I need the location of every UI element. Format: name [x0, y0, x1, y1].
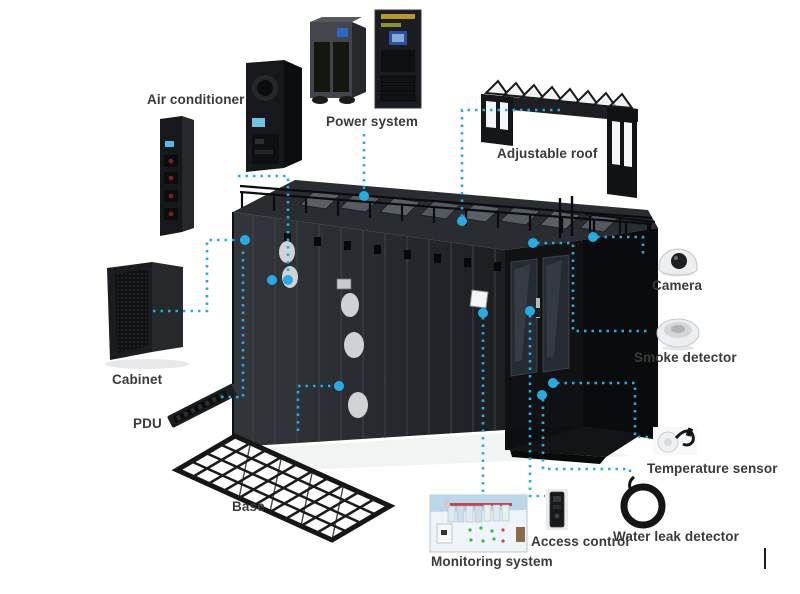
text-cursor-artifact [764, 548, 766, 569]
label-base: Base [232, 499, 265, 514]
air-conditioner-unit-large-image [246, 60, 302, 172]
pdu-image [167, 382, 242, 428]
label-camera: Camera [652, 278, 703, 293]
connector-access-control [528, 315, 545, 498]
label-cabinet: Cabinet [112, 372, 163, 387]
access-control-image [546, 489, 568, 530]
label-adjustable-roof: Adjustable roof [497, 146, 598, 161]
label-monitoring-system: Monitoring system [431, 554, 553, 569]
smoke-detector-image [656, 318, 700, 351]
label-water-leak-detector: Water leak detector [613, 529, 739, 544]
connector-camera [597, 235, 645, 254]
water-leak-detector-image [620, 475, 666, 529]
label-smoke-detector: Smoke detector [634, 350, 737, 365]
vent-slots [284, 233, 501, 271]
camera-image [658, 248, 698, 277]
modular-container-image [232, 180, 658, 470]
base-image [171, 433, 396, 543]
monitoring-system-image [429, 494, 528, 553]
label-air-conditioner: Air conditioner [147, 92, 245, 107]
connector-lines [153, 108, 653, 498]
label-power-system: Power system [326, 114, 418, 129]
roof-rails [239, 184, 656, 240]
label-pdu: PDU [133, 416, 162, 431]
power-rack-unit-image [374, 9, 422, 109]
connector-pdu [221, 248, 245, 399]
connector-air-conditioner [238, 174, 290, 274]
temperature-sensor-image [653, 427, 697, 455]
cabinet-image [105, 262, 189, 369]
container-door [505, 240, 583, 430]
air-conditioner-unit-small-image [160, 116, 194, 236]
connector-water-leak-detector [541, 399, 632, 477]
connector-base [296, 384, 333, 431]
connector-temperature-sensor [557, 381, 653, 439]
container-control-panel [469, 289, 489, 309]
connector-dots [240, 191, 598, 400]
ups-unit-image [310, 17, 366, 104]
adjustable-roof-image [481, 79, 638, 198]
connector-adjustable-roof [460, 108, 560, 216]
label-access-control: Access control [531, 534, 630, 549]
label-temperature-sensor: Temperature sensor [647, 461, 778, 476]
